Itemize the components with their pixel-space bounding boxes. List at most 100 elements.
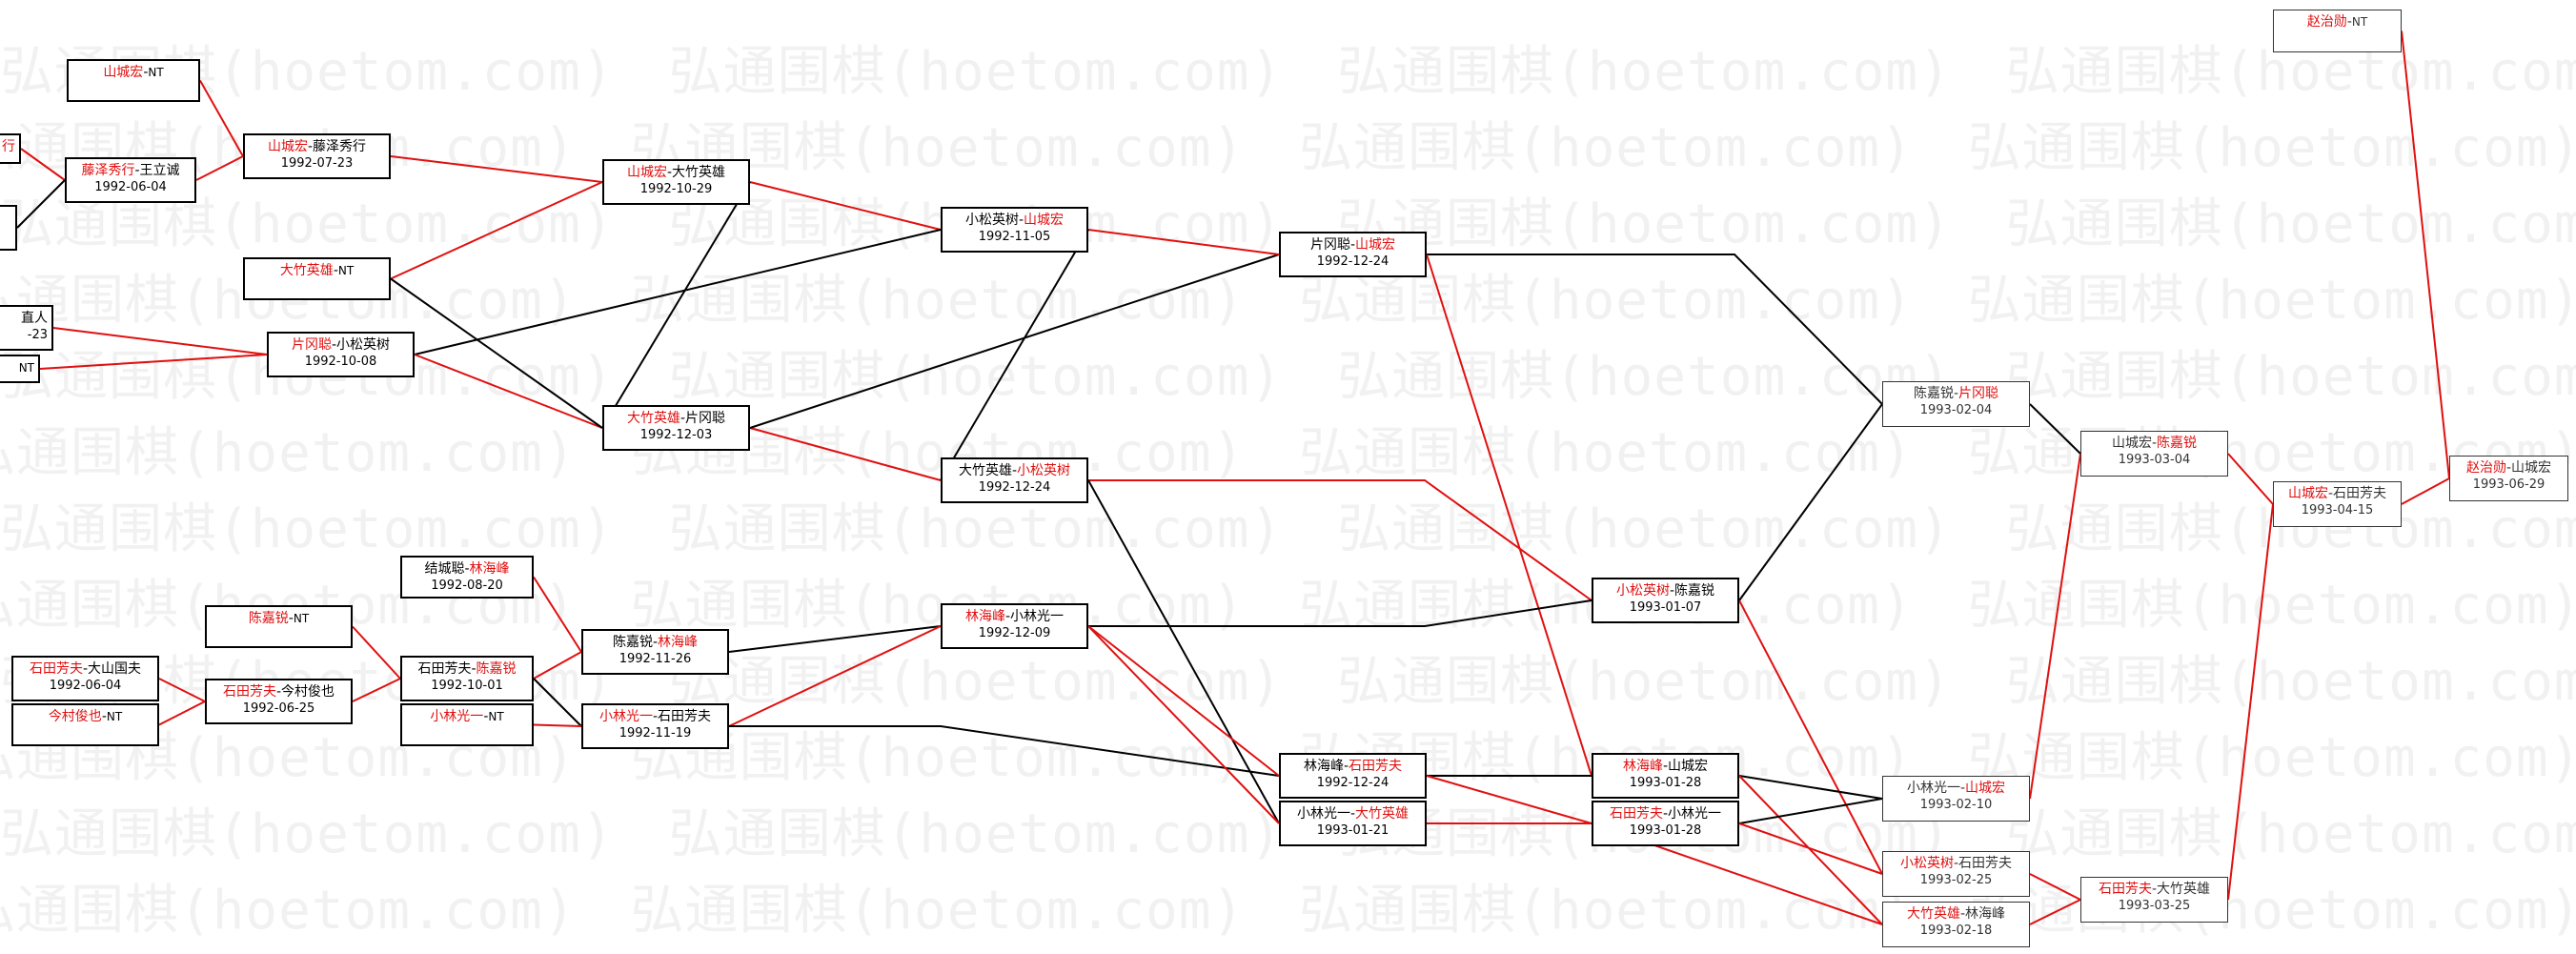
player-separator: -	[483, 709, 489, 724]
match-players: 大竹英雄-小松英树	[943, 462, 1086, 479]
winner-edge	[390, 181, 603, 280]
winner-edge	[1738, 822, 1883, 875]
match-players: 小林光一-NT	[402, 708, 532, 725]
winner-edge	[728, 625, 942, 727]
player-two: 山城宏	[1024, 213, 1065, 228]
player-one: 山城宏	[626, 165, 667, 180]
match-date: 1993-01-28	[1629, 823, 1702, 838]
match-players: 陈嘉锐-NT	[207, 610, 351, 627]
player-one: 小林光一	[1906, 781, 1960, 796]
player-two: 大竹英雄	[2157, 882, 2211, 897]
loser-edge	[1427, 254, 1883, 405]
player-one: 小林光一	[1296, 806, 1350, 822]
player-two: 石田芳夫	[658, 709, 712, 724]
winner-edge	[1738, 599, 1883, 875]
player-two: 大山国夫	[88, 661, 142, 677]
player-separator: -	[1953, 386, 1959, 401]
winner-edge	[2227, 503, 2274, 901]
match-players: 石田芳夫-陈嘉锐	[402, 660, 532, 678]
match-node: 今村俊也-NT	[11, 703, 159, 746]
match-players: 山城宏-石田芳夫	[2274, 485, 2401, 502]
winner-edge	[2401, 30, 2450, 479]
player-one: 小松英树	[1899, 856, 1954, 871]
match-players: 藤泽秀行-王立诚	[67, 162, 194, 179]
winner-edge	[1087, 625, 1280, 777]
match-players: 山城宏-陈嘉锐	[2081, 435, 2227, 452]
loser-edge	[729, 725, 1280, 777]
match-node: 小林光一-NT	[400, 703, 534, 746]
player-two: 山城宏	[1355, 237, 1396, 253]
player-separator: -	[143, 65, 149, 80]
match-date: 1992-12-09	[978, 626, 1051, 640]
player-separator: -	[471, 661, 477, 677]
match-date: 1993-02-04	[1919, 403, 1993, 417]
match-node: NT	[0, 355, 40, 383]
player-separator: -	[1349, 237, 1356, 253]
player-one: 小松英树	[1615, 583, 1670, 599]
winner-edge	[2227, 453, 2274, 505]
player-one: 大竹英雄	[279, 263, 334, 278]
player-one: 赵治勋	[2465, 460, 2506, 476]
player-separator: -	[1343, 759, 1349, 774]
winner-edge	[749, 181, 942, 231]
player-two: 陈嘉锐	[2157, 436, 2198, 451]
match-players: 小松英树-山城宏	[943, 212, 1086, 229]
player-two: 林海峰	[1965, 906, 2006, 922]
player-two: NT	[488, 710, 504, 723]
loser-edge	[1738, 403, 1883, 601]
player-separator: -	[666, 165, 673, 180]
player-one: 石田芳夫	[417, 661, 472, 677]
match-players: 行	[0, 138, 15, 155]
winner-edge	[20, 148, 66, 181]
player-one: 石田芳夫	[1609, 806, 1663, 822]
winner-edge	[1738, 775, 1883, 925]
match-players: 小松英树-陈嘉锐	[1593, 582, 1737, 599]
player-one: 大竹英雄	[1906, 906, 1960, 922]
loser-edge	[2029, 403, 2081, 455]
player-two: 小松英树	[1017, 463, 1071, 478]
player-separator: -	[1662, 759, 1669, 774]
player-one: 陈嘉锐	[612, 635, 653, 650]
player-separator: -	[1662, 806, 1669, 822]
player-separator: -	[1959, 906, 1966, 922]
match-players: 赵治勋-NT	[2274, 13, 2401, 30]
player-two: 片冈聪	[1958, 386, 1999, 401]
match-players: 林海峰-石田芳夫	[1281, 758, 1425, 775]
player-separator: -	[134, 163, 140, 178]
match-node: 陈嘉锐-NT	[205, 605, 353, 648]
match-players: 石田芳夫-小林光一	[1593, 805, 1737, 822]
match-node	[0, 205, 17, 251]
winner-edge	[39, 354, 268, 370]
player-separator: -	[464, 561, 470, 577]
match-players: 赵治勋-山城宏	[2450, 459, 2567, 477]
player-separator: -	[2346, 14, 2352, 30]
match-date: 1993-04-15	[2301, 503, 2374, 518]
player-two: 片冈聪	[685, 411, 726, 426]
match-date: 1992-10-29	[639, 182, 713, 196]
player-two: 陈嘉锐	[1674, 583, 1715, 599]
player-one: 石田芳夫	[222, 684, 276, 700]
match-node: 山城宏-NT	[67, 59, 200, 102]
match-date: 1993-02-10	[1919, 798, 1993, 812]
match-date: 1992-11-05	[978, 230, 1051, 244]
winner-edge	[2029, 453, 2081, 800]
match-players: 大竹英雄-林海峰	[1883, 905, 2029, 923]
player-separator: -	[2151, 882, 2158, 897]
player-separator: -	[1669, 583, 1675, 599]
player-separator: -	[275, 684, 282, 700]
player-two: 山城宏	[1965, 781, 2006, 796]
match-date: 1992-06-25	[242, 701, 315, 716]
player-two: 藤泽秀行	[313, 139, 367, 154]
loser-edge	[1738, 775, 1883, 800]
player-one: 直人	[21, 311, 48, 326]
player-separator: -	[333, 263, 338, 278]
player-two: NT	[2351, 15, 2368, 29]
winner-edge	[1087, 625, 1280, 824]
loser-edge	[728, 625, 942, 653]
